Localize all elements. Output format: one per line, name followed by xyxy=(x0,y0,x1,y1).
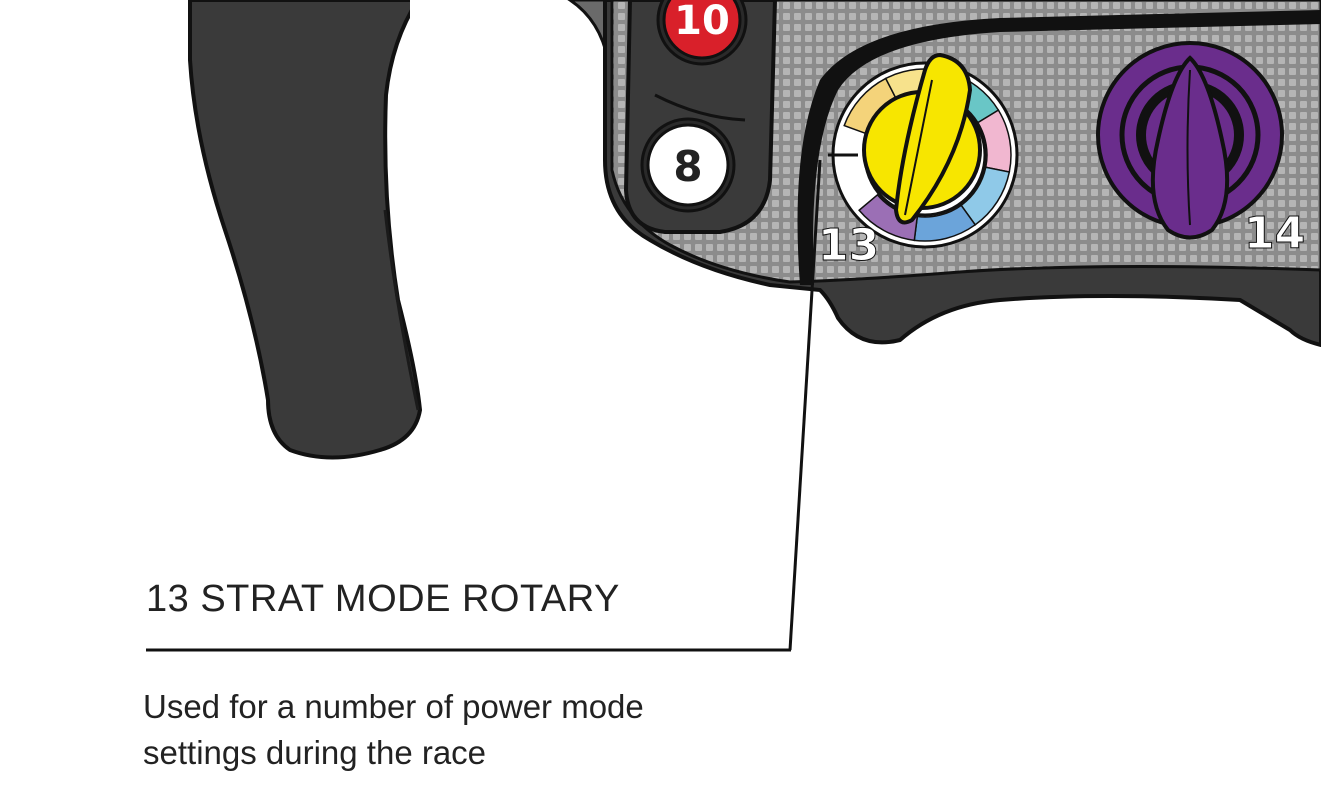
callout-leader xyxy=(146,153,858,652)
rotary-14-pointer xyxy=(1150,55,1230,240)
rotary-14[interactable]: 14 xyxy=(1096,41,1306,260)
strat-mode-rotary[interactable]: 13 xyxy=(818,52,1019,272)
wheel-grip-paddle xyxy=(188,0,423,460)
description-line: Used for a number of power mode xyxy=(143,688,644,725)
callout-heading: 13 STRAT MODE ROTARY xyxy=(146,578,620,620)
button-8[interactable]: 8 xyxy=(640,117,736,213)
button-10-label: 10 xyxy=(674,0,730,44)
button-8-cap xyxy=(646,123,730,207)
rotary-14-number: 14 xyxy=(1244,208,1305,259)
paddle-link xyxy=(410,0,610,84)
callout-description: Used for a number of power mode settings… xyxy=(143,684,743,776)
rotary-13-pointer xyxy=(893,52,973,225)
rotary-13-number: 13 xyxy=(818,220,879,271)
button-8-label: 8 xyxy=(673,142,702,191)
description-line: settings during the race xyxy=(143,734,487,771)
button-divider xyxy=(654,93,746,122)
button-10[interactable]: 10 xyxy=(656,0,748,66)
grip-highlight-line xyxy=(383,209,420,411)
button-10-cap xyxy=(662,0,742,60)
